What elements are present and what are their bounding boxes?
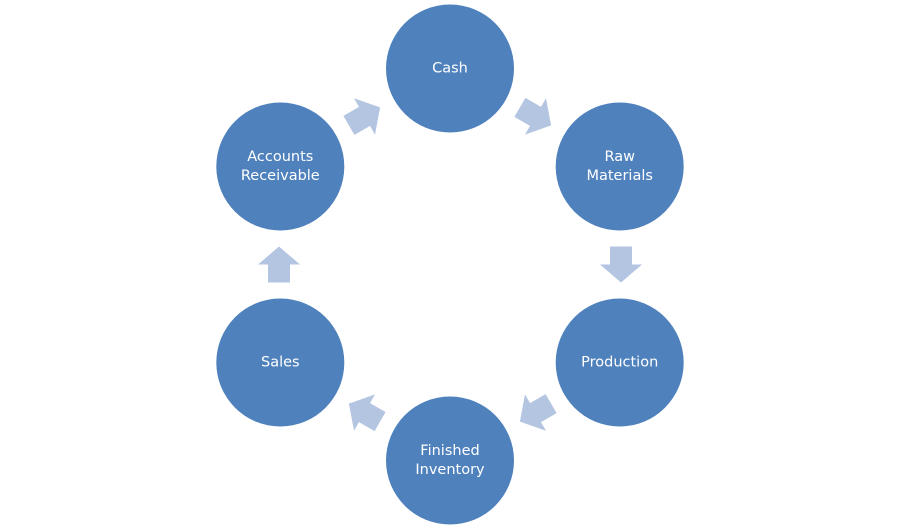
node-label-cash: Cash — [432, 61, 468, 77]
arrow-raw-materials-to-production — [600, 246, 642, 283]
node-circle-accounts-receivable — [216, 102, 345, 231]
arrow-cash-to-raw-materials — [514, 97, 552, 135]
flow-arrow-icon — [600, 246, 642, 283]
node-label-raw-materials: Raw — [604, 149, 635, 165]
arrow-sales-to-accounts-receivable — [258, 246, 300, 283]
node-label-finished-inventory: Inventory — [415, 462, 485, 478]
node-label-raw-materials: Materials — [586, 168, 652, 184]
arrow-finished-inventory-to-sales — [348, 394, 386, 432]
arrows-layer — [258, 97, 642, 432]
node-production: Production — [555, 298, 684, 427]
node-label-sales: Sales — [261, 355, 300, 371]
node-sales: Sales — [216, 298, 345, 427]
flow-arrow-icon — [514, 97, 552, 135]
arrow-production-to-finished-inventory — [519, 394, 557, 431]
node-label-finished-inventory: Finished — [420, 443, 479, 459]
node-circle-production — [555, 298, 684, 427]
nodes-layer: CashRawMaterialsProductionFinishedInvent… — [216, 4, 684, 525]
node-circle-raw-materials — [555, 102, 684, 231]
flow-arrow-icon — [343, 98, 381, 135]
node-circle-finished-inventory — [386, 396, 514, 525]
node-label-accounts-receivable: Receivable — [241, 168, 320, 184]
node-cash: Cash — [386, 4, 514, 133]
node-label-production: Production — [581, 355, 658, 371]
flow-arrow-icon — [519, 394, 557, 431]
flow-arrow-icon — [348, 394, 386, 432]
node-label-accounts-receivable: Accounts — [247, 149, 313, 165]
node-circle-cash — [386, 4, 514, 133]
node-circle-sales — [216, 298, 345, 427]
arrow-accounts-receivable-to-cash — [343, 98, 381, 135]
flow-arrow-icon — [258, 246, 300, 283]
